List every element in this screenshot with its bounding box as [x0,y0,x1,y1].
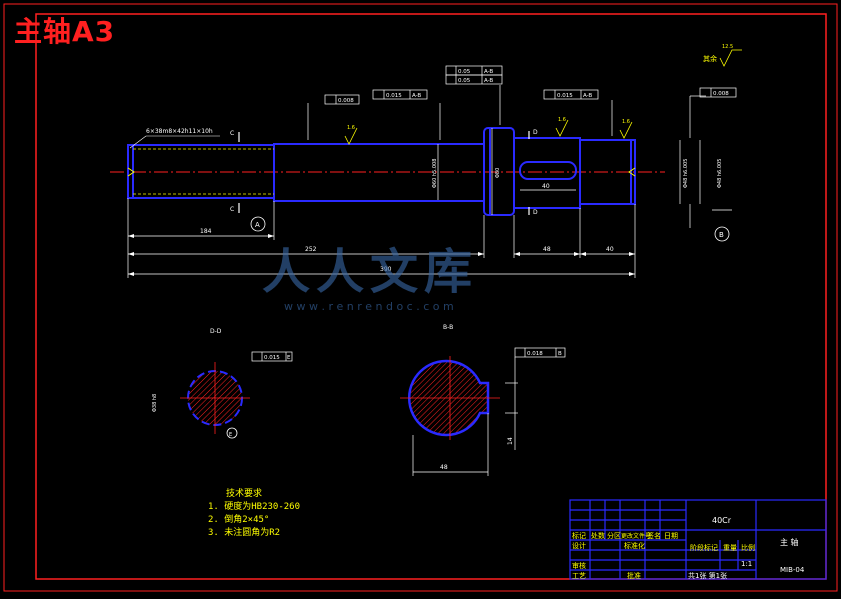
svg-text:12.5: 12.5 [722,44,733,50]
section-label-dd: D-D [210,328,222,335]
svg-text:A: A [255,221,260,229]
surface-rest-text: 其余 [703,54,717,63]
spline-dia-text: Φ38 h8 [152,394,158,412]
section-depth-dim: 14 [507,437,514,445]
dim-184: 184 [200,228,212,235]
svg-text:0.008: 0.008 [338,98,354,104]
tb-part-name: 主 轴 [780,538,799,547]
tb-label-weight: 重量 [723,544,737,552]
roughness-values: 12.5 1.6 1.6 1.6 [347,44,733,131]
svg-text:A-B: A-B [412,93,421,99]
svg-text:0.015: 0.015 [557,93,573,99]
tb-label-design: 设计 [572,542,586,550]
inner-frame [35,13,827,580]
tb-label-stage-mark: 阶段标记 [690,544,718,552]
tolerance-frames [251,65,737,362]
title-block-grid [569,499,827,580]
dimension-lines [127,85,706,278]
tb-label-approve: 批准 [627,572,641,580]
tb-label-process: 工艺 [572,572,586,580]
tb-label-sign: 签名 [647,532,661,540]
datum-circles [226,209,732,439]
note-item: 3. 未注圆角为R2 [208,528,281,538]
shaft-outline [127,127,636,216]
tb-label-zone: 分区 [607,532,621,540]
tb-scale: 1:1 [741,560,753,568]
tolerance-texts: 0.008 0.015 A-B 0.05 A-B 0.05 A-B 0.015 … [264,69,729,361]
tb-label-date: 日期 [664,532,678,540]
tb-label-count: 处数 [591,532,605,540]
section-width-dim: 48 [440,464,448,471]
thread-callout: 6×38m8×42h11×10h [146,128,213,135]
diameter-texts: Φ60 h5.008 Φ80 Φ48 h6.005 Φ48 h6.005 [432,159,723,188]
note-item: 1. 硬度为HB230-260 [208,502,301,512]
center-hole-left [127,167,135,177]
svg-text:1.6: 1.6 [558,117,566,123]
svg-text:0.015: 0.015 [386,93,402,99]
svg-text:0.05: 0.05 [458,69,471,75]
thread-leader-tail [129,135,147,149]
drawing-title: 主轴A3 [14,15,116,48]
svg-text:B: B [558,351,562,357]
outer-frame [3,3,838,592]
dim-40: 40 [606,246,614,253]
notes-heading: 技术要求 [226,489,263,499]
center-hole-right [628,167,636,177]
svg-text:Φ60 h5.008: Φ60 h5.008 [432,159,438,188]
roughness-symbols [344,49,742,145]
dim-252: 252 [305,246,317,253]
datum-letters: A B E [229,221,724,438]
watermark-url: w w w . r e n r e n d o c . c o m [284,300,454,313]
watermark-brand: 人人文库 [262,244,479,300]
watermark: 人人文库 w w w . r e n r e n d o c . c o m [262,232,478,313]
cut-mark-lines [238,131,530,215]
svg-text:1.6: 1.6 [622,119,630,125]
svg-text:Φ80: Φ80 [495,168,501,178]
svg-text:0.05: 0.05 [458,78,471,84]
spline-section [180,362,250,434]
svg-text:C: C [230,130,234,137]
svg-text:A-B: A-B [484,69,493,75]
tb-drawing-no: MIB-04 [780,566,805,574]
dimension-arrows [128,234,635,276]
svg-text:Φ48 h6.005: Φ48 h6.005 [717,159,723,188]
tb-sheets: 共1张 第1张 [688,572,728,580]
svg-text:0.008: 0.008 [713,91,729,97]
dim-keyway: 40 [542,183,550,190]
keyway-section [400,356,500,440]
svg-text:Φ48 h6.005: Φ48 h6.005 [683,159,689,188]
tb-label-mark: 标记 [572,532,586,540]
svg-text:C: C [230,206,234,213]
dim-390: 390 [380,266,392,273]
svg-text:E: E [287,355,291,361]
svg-text:E: E [229,432,232,438]
svg-text:D: D [533,129,538,136]
svg-text:0.018: 0.018 [527,351,543,357]
svg-text:0.015: 0.015 [264,355,280,361]
note-item: 2. 倒角2×45° [208,515,270,525]
svg-text:A-B: A-B [484,78,493,84]
dim-48: 48 [543,246,551,253]
cut-mark-texts: C C D D [230,129,538,216]
svg-text:A-B: A-B [583,93,592,99]
tb-label-standardize: 标准化 [624,542,645,550]
tb-label-scale: 比例 [741,544,755,552]
svg-text:D: D [533,209,538,216]
svg-text:B: B [719,231,724,239]
tb-material: 40Cr [712,516,732,525]
dimension-texts: 184 252 390 48 40 40 [200,183,614,273]
svg-text:1.6: 1.6 [347,125,355,131]
tb-label-change-doc: 更改文件号 [621,533,652,540]
keyway-dims [412,357,518,476]
tb-label-check: 审核 [572,562,586,570]
section-label-bb: B-B [443,324,453,331]
technical-notes: 技术要求 1. 硬度为HB230-260 2. 倒角2×45° 3. 未注圆角为… [208,488,300,540]
